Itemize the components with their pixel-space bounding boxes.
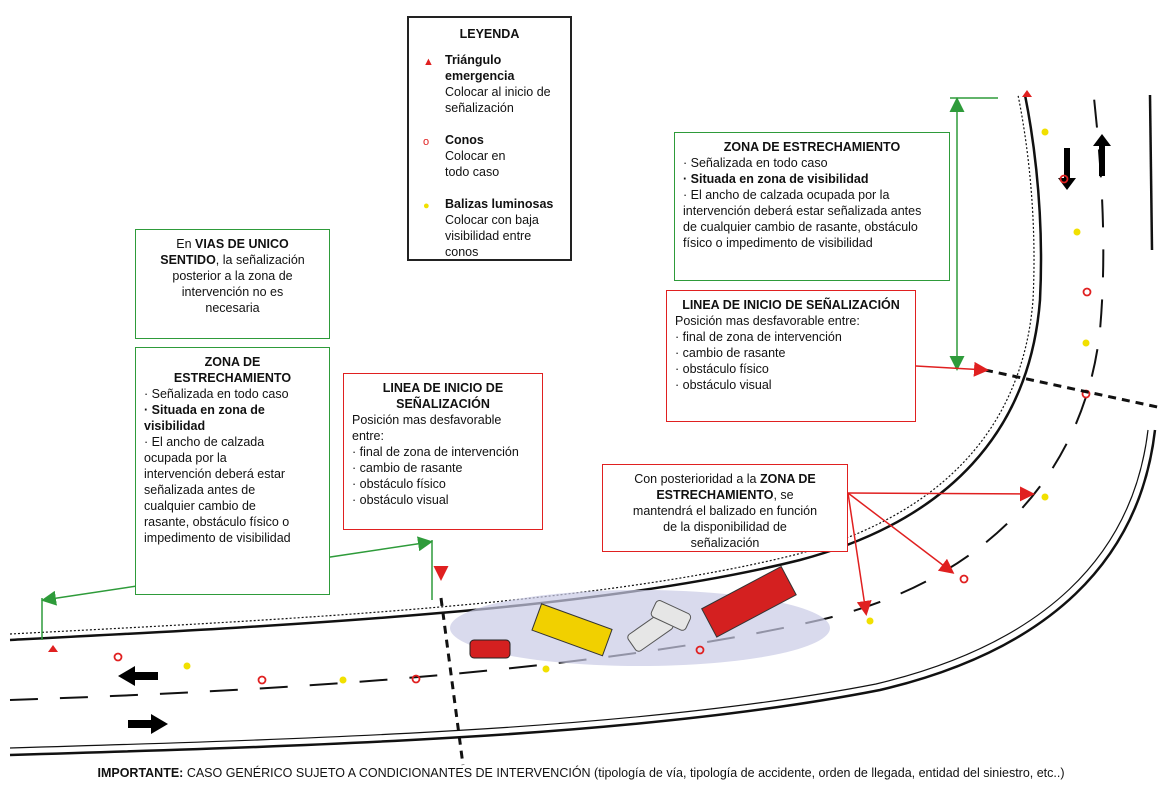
start-intro: Posición mas desfavorable entre: (675, 314, 860, 328)
start-item: · final de zona de intervención (352, 445, 519, 459)
note-text: En (176, 237, 195, 251)
emergency-triangle-left (48, 645, 58, 652)
vehicle-red-truck (701, 565, 797, 638)
after-zone-note: Con posterioridad a la ZONA DE ESTRECHAM… (602, 464, 848, 552)
zone-line: señalizada antes de (144, 483, 256, 497)
zone-title: ZONA DE ESTRECHAMIENTO (723, 140, 901, 154)
zone-narrowing-left: ZONA DE ESTRECHAMIENTO · Señalizada en t… (135, 347, 330, 595)
start-title: LINEA DE INICIO DE (382, 381, 504, 395)
legend-item-label: Balizas luminosas (445, 197, 554, 211)
zone-line: · El ancho de calzada ocupada por la (683, 188, 890, 202)
right-road-edges (1148, 94, 1154, 251)
cone-icon: o (423, 136, 430, 148)
legend-item-desc: Colocar al inicio de (445, 85, 551, 99)
legend-item-desc: Colocar en (445, 149, 506, 163)
start-item: · obstáculo visual (675, 378, 772, 392)
direction-arrow-left (118, 666, 158, 686)
road-top-edge (9, 94, 1043, 642)
green-dimension-right (949, 97, 998, 371)
start-intro: Posición mas desfavorable entre: (352, 413, 502, 443)
zone-line: ocupada por la (144, 451, 227, 465)
beacons (183, 128, 1090, 684)
note-text-bold: SENTIDO (160, 253, 216, 267)
note-text: intervención no es (181, 285, 284, 299)
legend-item-cones: o Conos Colocar en todo caso (419, 132, 560, 180)
zone-line: rasante, obstáculo físico o (144, 515, 290, 529)
note-text: Con posterioridad a la (634, 472, 760, 486)
zone-line: impedimento de visibilidad (144, 531, 291, 545)
vehicle-red-car (469, 639, 511, 659)
note-text: , se (773, 488, 794, 502)
note-text: de la disponibilidad de (663, 520, 787, 534)
legend-box: LEYENDA ▲ Triángulo emergencia Colocar a… (407, 16, 572, 261)
legend-item-label: Triángulo emergencia (445, 53, 515, 83)
legend-item-desc: señalización (445, 101, 514, 115)
road-top-dotted-edge (9, 94, 1035, 635)
emergency-triangle-right (1022, 90, 1032, 97)
zone-line: intervención deberá estar señalizada ant… (683, 204, 922, 218)
start-line-right (984, 368, 1162, 410)
legend-item-beacons: ● Balizas luminosas Colocar con baja vis… (419, 196, 560, 260)
start-item: · obstáculo físico (675, 362, 769, 376)
legend-item-label: Conos (445, 133, 484, 147)
note-text-bold: VIAS DE UNICO (195, 237, 289, 251)
direction-arrow-right (128, 714, 168, 734)
note-text: , la señalización (215, 253, 305, 267)
road-edges (9, 94, 1157, 757)
start-title: SEÑALIZACIÓN (396, 397, 490, 411)
triangle-icon: ▲ (423, 56, 434, 68)
zone-line: · Señalizada en todo caso (683, 156, 828, 170)
legend-item-desc: visibilidad entre conos (445, 229, 532, 259)
zone-line: · Situada en zona de visibilidad (683, 172, 869, 186)
note-text: mantendrá el balizado en función (632, 504, 818, 518)
footer-label: IMPORTANTE: (97, 766, 184, 780)
zone-title: ZONA DE (204, 355, 261, 369)
note-text-bold: ESTRECHAMIENTO (656, 488, 774, 502)
legend-item-desc: Colocar con baja (445, 213, 539, 227)
zone-title: ESTRECHAMIENTO (173, 371, 292, 385)
zone-line: · El ancho de calzada (144, 435, 265, 449)
footer-text: CASO GENÉRICO SUJETO A CONDICIONANTES DE… (183, 766, 1065, 780)
road-bottom-edge (9, 429, 1157, 757)
start-line-left (439, 597, 465, 766)
start-item: · final de zona de intervención (675, 330, 842, 344)
vehicle-yellow-bus (531, 603, 613, 657)
zone-line: de cualquier cambio de rasante, obstácul… (683, 220, 918, 234)
zone-line: cualquier cambio de (144, 499, 256, 513)
cones (113, 174, 1092, 685)
road-bottom-inner (9, 429, 1149, 749)
zone-narrowing-right: ZONA DE ESTRECHAMIENTO · Señalizada en t… (674, 132, 950, 281)
vehicle-white-car-2 (650, 600, 692, 631)
footer-note: IMPORTANTE: CASO GENÉRICO SUJETO A CONDI… (0, 766, 1162, 780)
start-item: · cambio de rasante (352, 461, 463, 475)
one-way-note: En VIAS DE UNICO SENTIDO, la señalizació… (135, 229, 330, 339)
zone-line: · Situada en zona de (144, 403, 265, 417)
note-text: señalización (690, 536, 760, 550)
start-line-box-right: LINEA DE INICIO DE SEÑALIZACIÓN Posición… (666, 290, 916, 422)
start-item: · cambio de rasante (675, 346, 786, 360)
start-title: LINEA DE INICIO DE SEÑALIZACIÓN (682, 298, 900, 312)
zone-line: intervención deberá estar (144, 467, 286, 481)
red-arrows (433, 361, 1035, 616)
legend-item-triangle: ▲ Triángulo emergencia Colocar al inicio… (419, 52, 560, 116)
legend-item-desc: todo caso (445, 165, 500, 179)
zone-line: visibilidad (144, 419, 206, 433)
start-item: · obstáculo visual (352, 493, 449, 507)
direction-arrow-down (1058, 148, 1076, 190)
legend-title: LEYENDA (459, 27, 520, 41)
zone-line: físico o impedimento de visibilidad (683, 236, 873, 250)
zone-line: · Señalizada en todo caso (144, 387, 289, 401)
beacon-icon: ● (423, 200, 430, 212)
start-line-box-left: LINEA DE INICIO DE SEÑALIZACIÓN Posición… (343, 373, 543, 530)
direction-arrow-up (1093, 134, 1111, 176)
start-item: · obstáculo físico (352, 477, 446, 491)
note-text: necesaria (205, 301, 260, 315)
center-dashed-line (9, 79, 1105, 701)
note-text: posterior a la zona de (172, 269, 293, 283)
note-text-bold: ZONA DE (759, 472, 816, 486)
